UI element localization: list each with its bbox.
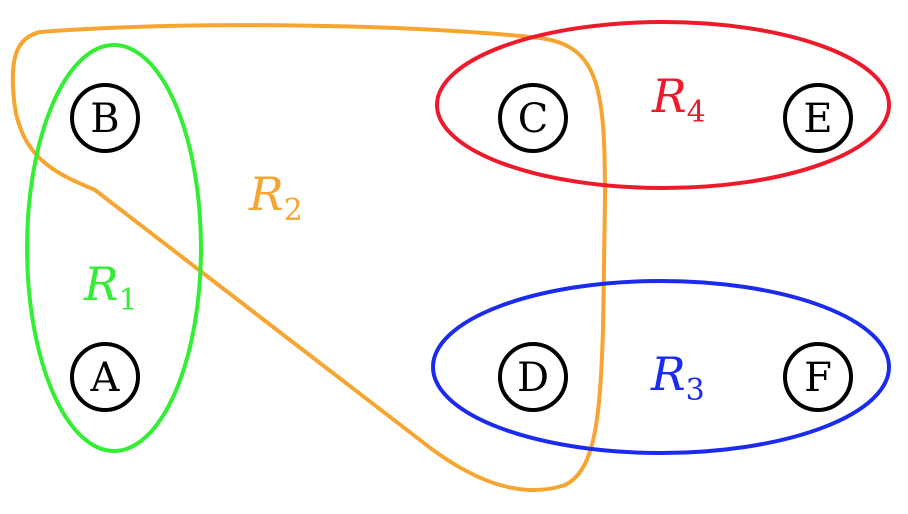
node-f-label: F — [804, 355, 832, 401]
relation-r2-label: R2 — [248, 167, 303, 228]
node-d-label: D — [517, 355, 549, 401]
relation-r4-label: R4 — [651, 69, 706, 130]
node-b: B — [70, 83, 140, 153]
node-c-label: C — [518, 96, 549, 142]
node-a-circle — [70, 342, 140, 412]
node-e: E — [783, 83, 853, 153]
node-a: A — [70, 342, 140, 412]
node-e-circle — [783, 83, 853, 153]
node-c-circle — [498, 83, 568, 153]
node-b-circle — [70, 83, 140, 153]
node-a-label: A — [90, 355, 121, 401]
node-d: D — [498, 342, 568, 412]
node-e-label: E — [803, 96, 832, 142]
relation-r4-outline — [435, 20, 891, 190]
node-b-label: B — [90, 96, 119, 142]
relation-r2-outline — [10, 23, 608, 492]
node-c: C — [498, 83, 568, 153]
node-d-circle — [498, 342, 568, 412]
node-f: F — [783, 342, 853, 412]
relation-r1-outline — [25, 43, 203, 453]
node-f-circle — [783, 342, 853, 412]
relation-r1-label: R1 — [83, 257, 138, 318]
relation-r3-outline — [431, 279, 891, 455]
relation-r3-label: R3 — [650, 347, 705, 408]
